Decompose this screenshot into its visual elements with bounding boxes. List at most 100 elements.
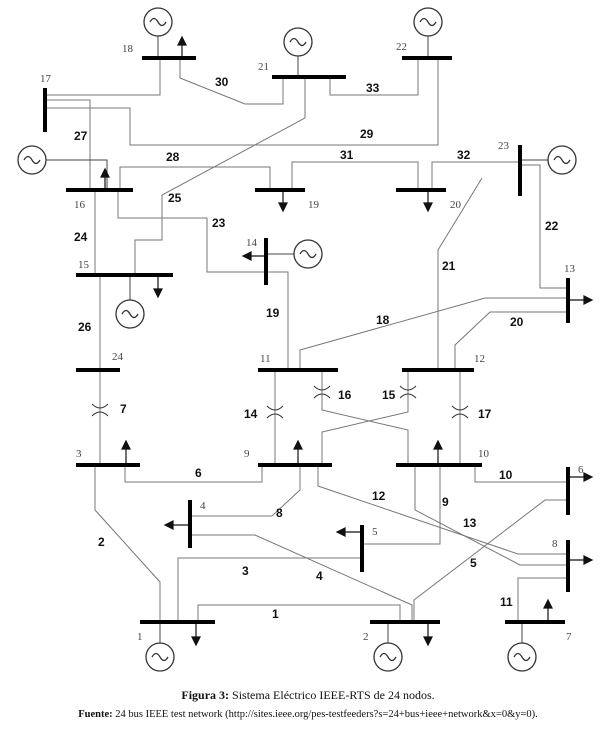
bus-label: 22: [396, 41, 407, 53]
line-13: [414, 465, 568, 566]
line-27: [45, 99, 91, 190]
source-text: 24 bus IEEE test network (http://sites.i…: [112, 709, 538, 720]
bus-label: 9: [244, 448, 250, 460]
line-label: 16: [338, 388, 352, 402]
bus-label: 7: [566, 631, 572, 643]
bus-label: 10: [478, 448, 490, 460]
bus-label: 11: [260, 353, 271, 365]
line-label: 18: [376, 313, 390, 327]
line-1: [197, 604, 401, 622]
line-label: 11: [500, 595, 513, 609]
source-label: Fuente:: [78, 709, 113, 720]
line-29: [45, 60, 439, 146]
load-arrow-icon-bus15: [153, 275, 163, 299]
load-arrow-icon-bus13: [570, 295, 594, 305]
line-18: [299, 297, 568, 370]
caption-label: Figura 3:: [181, 688, 230, 702]
line-label: 26: [78, 320, 92, 334]
caption-text: Sistema Eléctrico IEEE-RTS de 24 nodos.: [229, 688, 435, 702]
load-arrow-icon-bus4: [163, 520, 188, 530]
load-arrow-icon-bus16: [100, 167, 110, 190]
figure-source: Fuente: 24 bus IEEE test network (http:/…: [0, 709, 616, 720]
line-4: [190, 534, 413, 622]
line-label: 10: [499, 468, 513, 482]
line-label: 15: [382, 388, 396, 402]
generator-icon-bus16: [17, 145, 108, 190]
line-label: 31: [340, 148, 354, 162]
line-label: 23: [212, 216, 226, 230]
bus-label: 14: [246, 237, 258, 249]
line-20: [454, 311, 568, 370]
line-label: 28: [166, 150, 180, 164]
loads: [100, 35, 594, 647]
line-labels: 1 2 3 4 5 6 7 8 9 10 11 12 13 14 15 16 1…: [74, 75, 559, 621]
load-arrow-icon-bus3: [121, 439, 131, 465]
generator-icon-bus7: [507, 622, 537, 672]
bus-label: 20: [450, 199, 462, 211]
line-label: 32: [457, 148, 471, 162]
line-label: 13: [463, 516, 477, 530]
bus-label: 16: [74, 199, 86, 211]
line-25: [134, 77, 306, 275]
line-label: 20: [510, 315, 524, 329]
load-arrow-icon-bus18: [177, 35, 187, 58]
transformer-17: [451, 405, 469, 419]
transformers: [91, 385, 469, 419]
line-label: 3: [242, 564, 249, 578]
line-8: [190, 465, 301, 517]
bus-label: 2: [363, 631, 369, 643]
load-arrow-icon-bus9: [293, 439, 303, 465]
bus-label: 13: [564, 263, 576, 275]
generator-icon-bus23: [520, 145, 577, 175]
line-9: [362, 465, 441, 545]
line-label: 7: [120, 402, 127, 416]
line-23: [117, 190, 266, 273]
line-label: 33: [366, 81, 380, 95]
generator-icon-bus22: [413, 7, 443, 58]
bus-label: 19: [308, 199, 320, 211]
line-19: [266, 271, 289, 370]
line-21: [437, 177, 483, 370]
bus-labels: 1 2 3 4 5 6 7 8 9 10 11 12 13 14 15 16 1…: [40, 41, 584, 643]
line-label: 21: [442, 259, 456, 273]
bus-label: 15: [78, 259, 90, 271]
line-15: [321, 370, 409, 465]
connections: [45, 60, 568, 622]
bus-label: 4: [200, 500, 206, 512]
bus-label: 1: [137, 631, 143, 643]
line-11: [517, 577, 568, 622]
line-label: 14: [244, 407, 258, 421]
line-16: [321, 370, 409, 465]
line-label: 22: [545, 219, 559, 233]
line-28: [119, 166, 271, 190]
line-label: 19: [266, 306, 280, 320]
line-30: [45, 60, 161, 96]
line-label: 6: [195, 466, 202, 480]
generators: [17, 7, 577, 672]
transformer-16: [313, 385, 331, 399]
line-32: [431, 161, 520, 190]
line-12: [317, 465, 568, 555]
transformer-15: [399, 385, 417, 399]
line-label: 1: [272, 607, 279, 621]
line-2: [94, 465, 161, 622]
bus-label: 18: [122, 43, 134, 55]
transformer-14: [266, 405, 284, 419]
bus-label: 23: [498, 140, 510, 152]
generator-icon-bus14: [266, 239, 323, 269]
bus-label: 17: [40, 73, 52, 85]
load-arrow-icon-bus2: [423, 622, 433, 647]
bus-label: 6: [578, 464, 584, 476]
bus-label: 3: [76, 448, 82, 460]
generator-icon-bus18: [143, 7, 173, 58]
line-label: 29: [360, 127, 374, 141]
load-arrow-icon-bus7: [543, 598, 553, 622]
bus-label: 24: [112, 351, 124, 363]
line-3: [177, 557, 362, 622]
load-arrow-icon-bus1: [191, 622, 201, 647]
load-arrow-icon-bus5: [335, 527, 360, 537]
line-label: 2: [98, 535, 105, 549]
generator-icon-bus2: [373, 622, 403, 672]
figure-caption: Figura 3: Sistema Eléctrico IEEE-RTS de …: [0, 688, 616, 703]
load-arrow-icon-bus8: [570, 555, 594, 565]
